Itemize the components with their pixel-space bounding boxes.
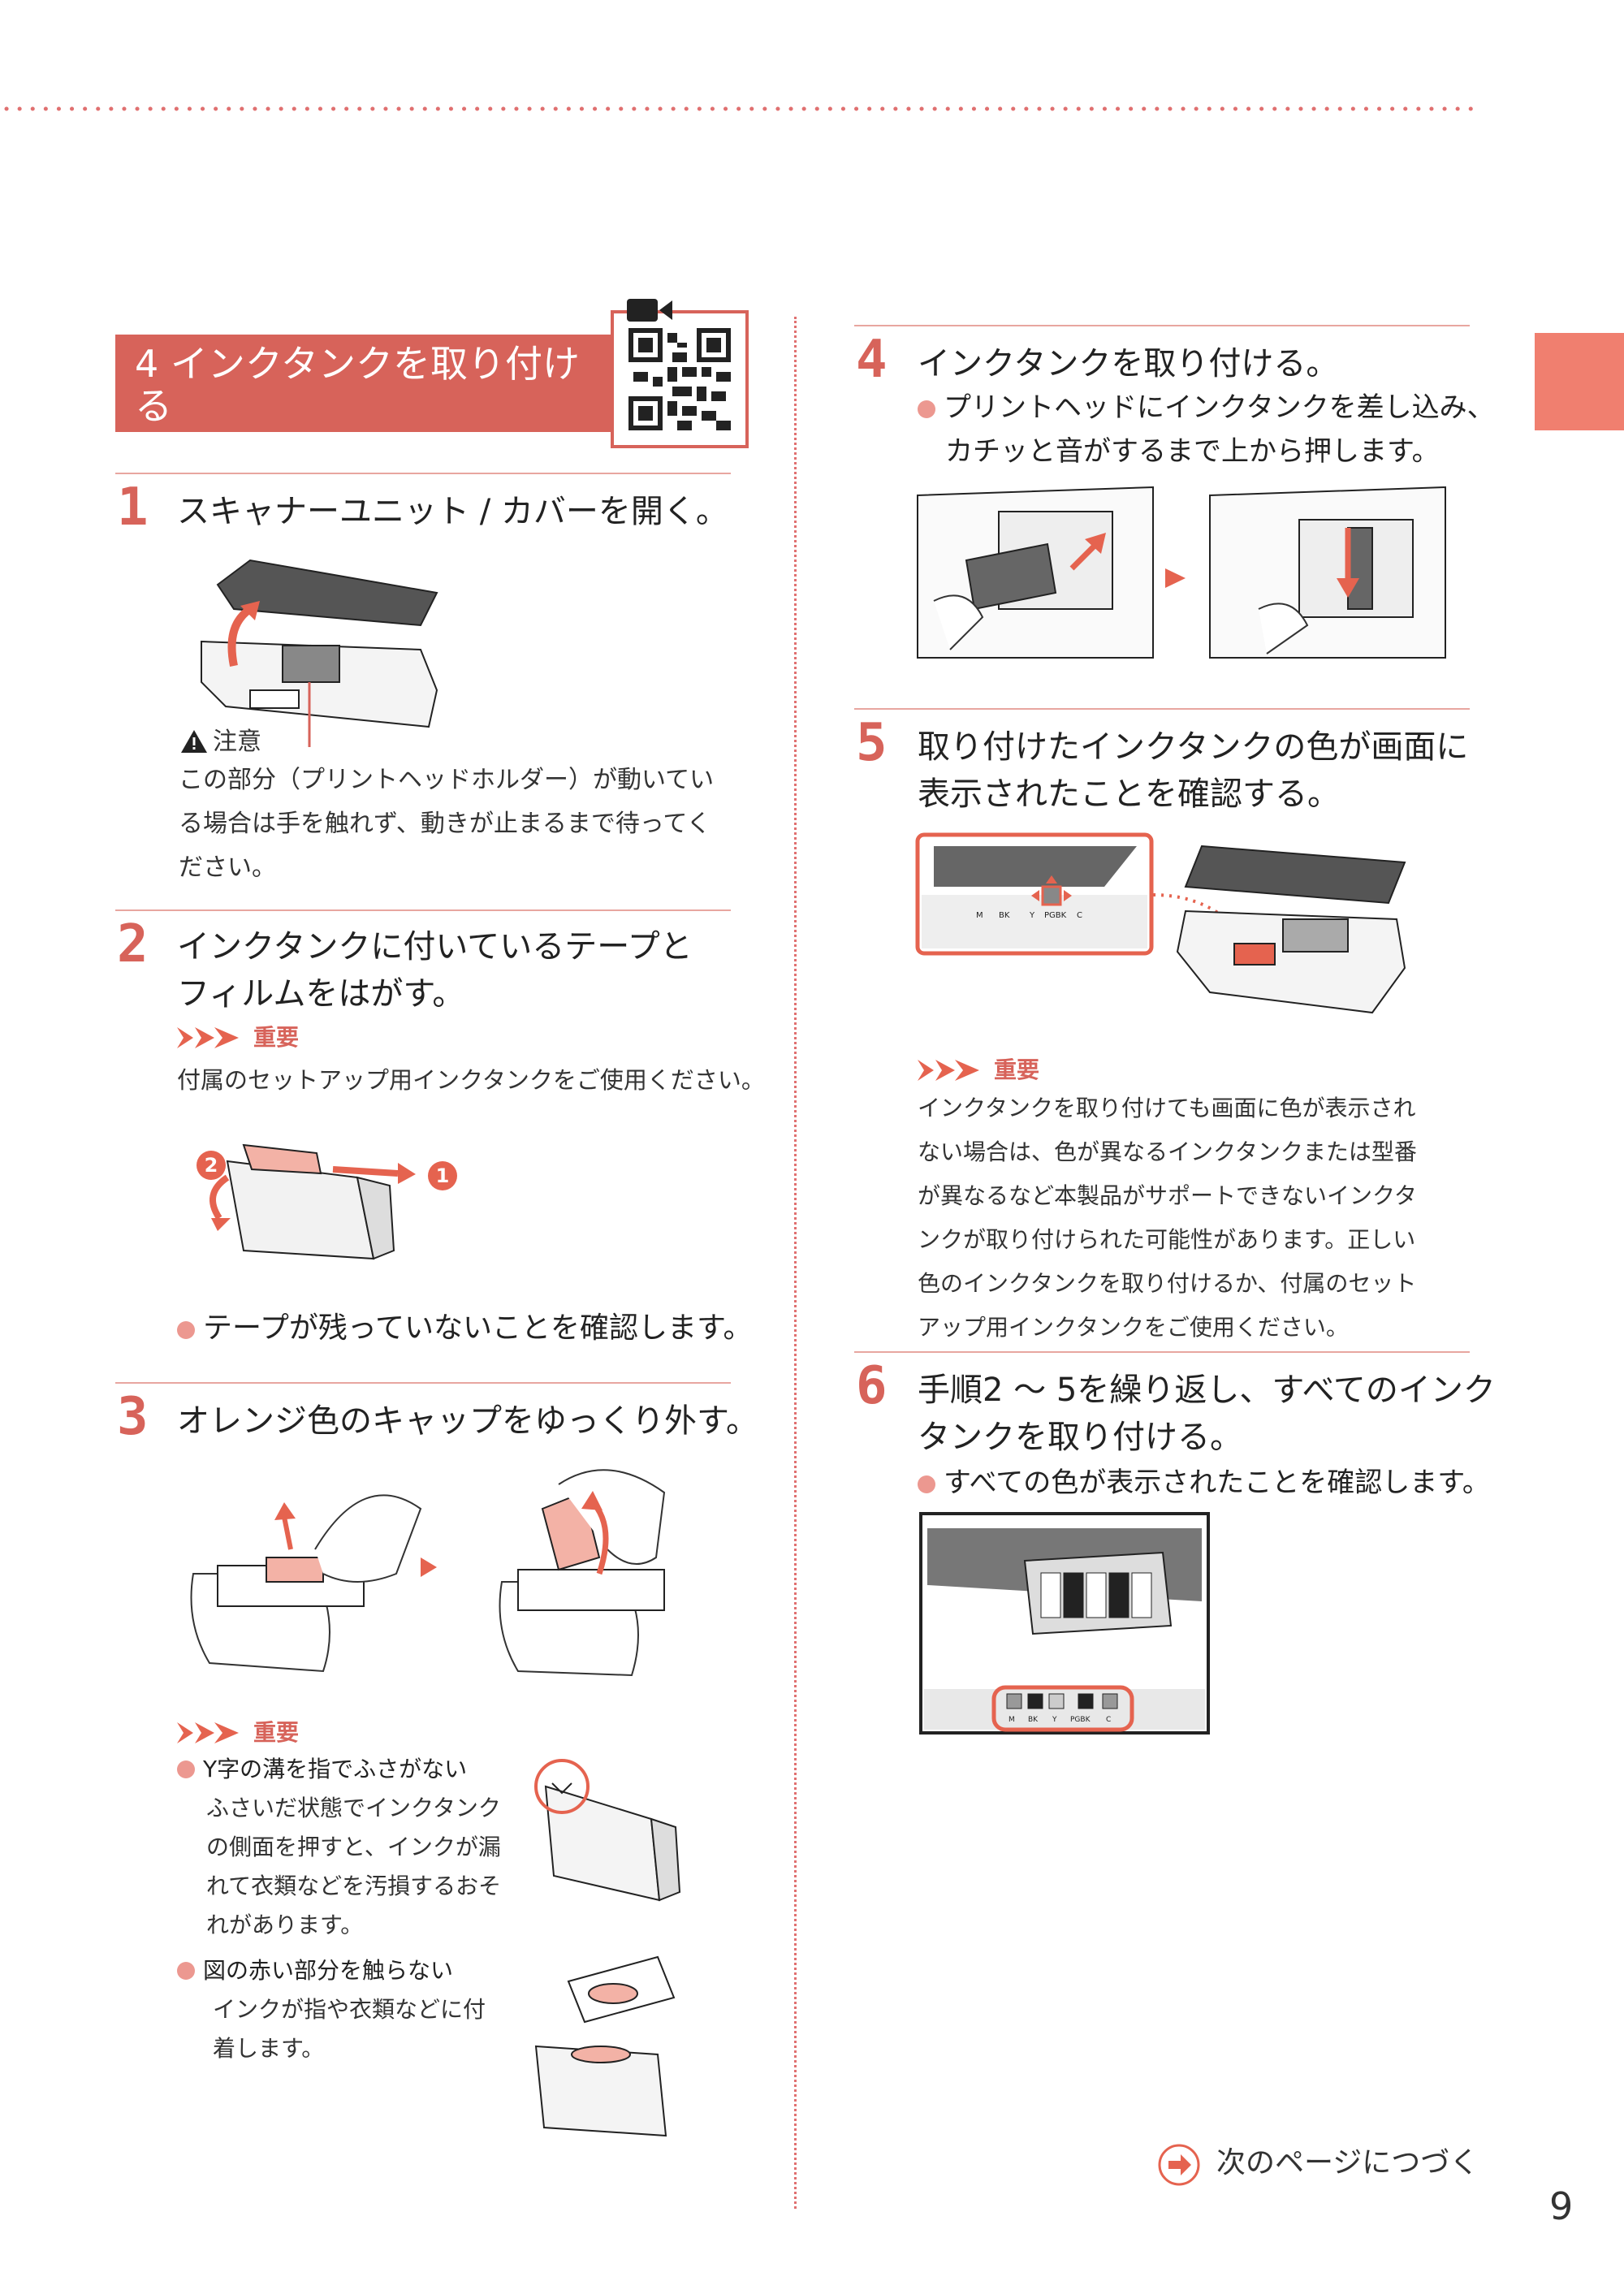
step1-title: スキャナーユニット / カバーを開く。: [177, 493, 728, 530]
qr-code-icon: [628, 328, 731, 430]
step6-rule: [854, 1351, 1470, 1353]
step3-bullet2-title: 図の赤い部分を触らない: [177, 1951, 453, 1991]
step3-bullet2-line2: 着します。: [213, 2035, 325, 2062]
step3-bullet1-line4: れがあります。: [206, 1912, 364, 1938]
step2-note: テープが残っていないことを確認します。: [177, 1304, 752, 1353]
step2-title-line1: インクタンクに付いているテープと: [177, 928, 693, 966]
step5-important-line6: アップ用インクタンクをご使用ください。: [918, 1314, 1349, 1341]
step1-number: 1: [117, 477, 149, 538]
callout-1: 1: [436, 1164, 450, 1187]
bullet-icon: [918, 1475, 935, 1493]
important-arrows-icon: [177, 1027, 239, 1048]
step5-rule: [854, 708, 1470, 710]
step5-important-label: 重要: [918, 1052, 1039, 1085]
qr-code[interactable]: [611, 310, 749, 448]
step6-title-line2: タンクを取り付ける。: [918, 1419, 1242, 1456]
step6-number: 6: [856, 1356, 888, 1416]
step4-title: インクタンクを取り付ける。: [918, 345, 1339, 382]
step4-number: 4: [856, 330, 888, 390]
step3-bullet1-line1: ふさいだ状態でインクタンク: [206, 1795, 501, 1821]
column-divider: [794, 317, 797, 2209]
step5-important-line5: 色のインクタンクを取り付けるか、付属のセット: [918, 1270, 1417, 1297]
screen-color-confirm-illustration: M BK Y PGBK C: [915, 832, 1406, 1014]
screen-label-bk: BK: [1028, 1716, 1039, 1724]
step4-note-line1: プリントヘッドにインクタンクを差し込み、: [918, 383, 1495, 432]
step3-bullet2-line1: インクが指や衣類などに付: [213, 1996, 486, 2023]
step2-number: 2: [117, 914, 149, 974]
bullet-icon: [177, 1321, 195, 1339]
step5-title-line2: 表示されたことを確認する。: [918, 775, 1340, 813]
step3-bullet1-title: Y字の溝を指でふさがない: [177, 1749, 467, 1790]
step5-number: 5: [856, 713, 888, 773]
bullet-icon: [918, 400, 935, 418]
bullet-icon: [177, 1962, 195, 1980]
next-page-link[interactable]: 次のページにつづく: [1216, 2146, 1479, 2180]
step1-caution-label: 注意: [213, 728, 261, 756]
all-tanks-installed-illustration: M BK Y PGBK C: [919, 1512, 1210, 1735]
screen-label-y: Y: [1029, 911, 1035, 920]
video-camera-icon: [627, 299, 672, 322]
page-number: 9: [1549, 2184, 1574, 2228]
important-arrows-icon: [177, 1722, 239, 1743]
step4-note-line2: カチッと音がするまで上から押します。: [945, 435, 1440, 468]
step3-rule: [115, 1382, 731, 1384]
screen-label-pgbk: PGBK: [1070, 1716, 1091, 1724]
step5-important-line4: ンクが取り付けられた可能性があります。正しい: [918, 1226, 1416, 1253]
step3-bullet1-line3: れて衣類などを汚損するおそ: [206, 1873, 502, 1899]
cap-removal-illustration: [190, 1469, 666, 1677]
page-edge-tab: [1535, 333, 1624, 430]
step5-title-line1: 取り付けたインクタンクの色が画面に: [918, 728, 1469, 766]
step6-title-line1: 手順2 ～ 5を繰り返し、すべてのインク: [918, 1372, 1496, 1409]
step2-important-label: 重要: [177, 1020, 299, 1052]
top-dotted-rule: [4, 106, 1476, 111]
step5-important-line2: ない場合は、色が異なるインクタンクまたは型番: [918, 1138, 1417, 1165]
scanner-open-illustration: [201, 559, 438, 747]
screen-label-m: M: [976, 911, 983, 920]
next-page-arrow-icon[interactable]: [1158, 2144, 1200, 2186]
ink-tank-install-illustration: [917, 486, 1446, 659]
step2-title-line2: フィルムをはがす。: [177, 975, 465, 1013]
step3-title: オレンジ色のキャップをゆっくり外す。: [177, 1402, 758, 1440]
warning-icon: [181, 730, 207, 753]
step3-number: 3: [117, 1387, 149, 1447]
step1-caution-text: この部分（プリントヘッドホルダー）が動いている場合は手を触れず、動きが止まるまで…: [179, 766, 715, 882]
screen-label-pgbk: PGBK: [1044, 911, 1067, 920]
ink-tank-red-part-illustration: [534, 1955, 676, 2137]
step4-rule: [854, 325, 1470, 326]
screen-label-c: C: [1106, 1716, 1111, 1724]
step6-note: すべての色が表示されたことを確認します。: [918, 1458, 1490, 1507]
bullet-icon: [177, 1760, 195, 1778]
section-title: 4 インクタンクを取り付ける: [115, 335, 612, 432]
tape-removal-illustration: 2 1: [197, 1143, 457, 1260]
step5-important-line1: インクタンクを取り付けても画面に色が表示され: [918, 1095, 1416, 1121]
step1-rule: [115, 473, 731, 474]
step3-bullet1-line2: の側面を押すと、インクが漏: [206, 1834, 501, 1860]
step2-rule: [115, 909, 731, 911]
step5-important-line3: が異なるなど本製品がサポートできないインクタ: [918, 1182, 1417, 1209]
callout-2: 2: [205, 1154, 218, 1177]
step3-important-label: 重要: [177, 1715, 299, 1748]
screen-label-bk: BK: [999, 911, 1010, 920]
important-arrows-icon: [918, 1060, 979, 1081]
ink-tank-groove-illustration: [534, 1759, 681, 1902]
screen-label-c: C: [1077, 911, 1082, 920]
step2-important-text: 付属のセットアップ用インクタンクをご使用ください。: [177, 1066, 765, 1094]
screen-label-y: Y: [1052, 1716, 1057, 1724]
screen-label-m: M: [1009, 1716, 1015, 1724]
